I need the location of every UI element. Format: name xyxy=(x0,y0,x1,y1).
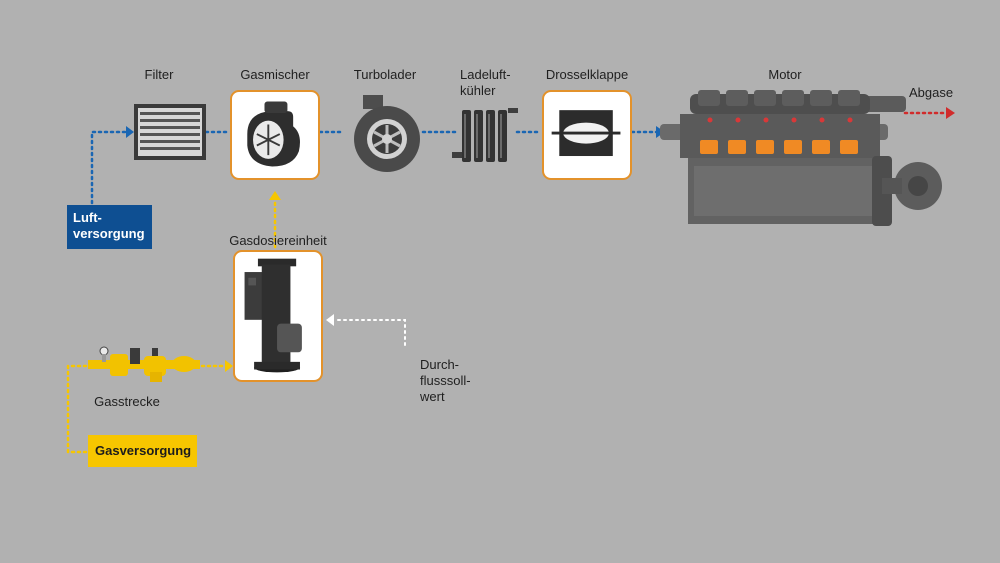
gasversorgung-tag: Gasversorgung xyxy=(88,435,197,467)
turbocharger-icon xyxy=(349,87,425,173)
filter-label: Filter xyxy=(144,67,174,82)
luftversorgung-line-2: versorgung xyxy=(73,226,145,241)
exhaust-arrow xyxy=(946,107,955,119)
gas-arrow-dosing xyxy=(225,360,233,372)
motor-label: Motor xyxy=(768,67,802,82)
turbolader-label: Turbolader xyxy=(353,67,417,82)
ladeluftkuehler-label-1: Ladeluft- xyxy=(460,67,511,82)
gasmischer-label: Gasmischer xyxy=(240,67,310,82)
drosselklappe-label: Drosselklappe xyxy=(545,67,629,82)
luftversorgung-line-1: Luft- xyxy=(73,210,102,225)
durchfluss-label-3: wert xyxy=(420,389,445,404)
durchfluss-label-2: flusssoll- xyxy=(420,373,471,388)
gas-dosing-unit-box xyxy=(233,250,323,382)
intercooler-icon xyxy=(452,104,518,164)
engine-icon xyxy=(660,86,945,236)
filter-icon xyxy=(134,104,206,160)
abgase-label: Abgase xyxy=(909,85,954,100)
throttle-valve-box xyxy=(542,90,632,180)
gas-dosing-unit-icon xyxy=(244,258,302,373)
throttle-valve-icon xyxy=(551,110,621,157)
air-arrow-filter xyxy=(126,126,134,138)
gas-arrow-mixer xyxy=(269,191,281,200)
gas-flow-line xyxy=(66,198,277,454)
setpoint-arrow xyxy=(326,314,334,326)
gas-mixer-box xyxy=(230,90,320,180)
air-flow-line xyxy=(90,130,659,205)
gasdosiereinheit-label: Gasdosiereinheit xyxy=(229,233,327,248)
gasstrecke-label: Gasstrecke xyxy=(94,394,160,409)
gasversorgung-label: Gasversorgung xyxy=(95,443,192,458)
gas-mixer-icon xyxy=(247,101,300,167)
durchfluss-label-1: Durch- xyxy=(420,357,460,372)
gas-train-icon xyxy=(88,342,203,386)
ladeluftkuehler-label-2: kühler xyxy=(460,83,496,98)
setpoint-signal-line xyxy=(333,319,406,346)
luftversorgung-tag: Luft- versorgung xyxy=(67,205,152,249)
